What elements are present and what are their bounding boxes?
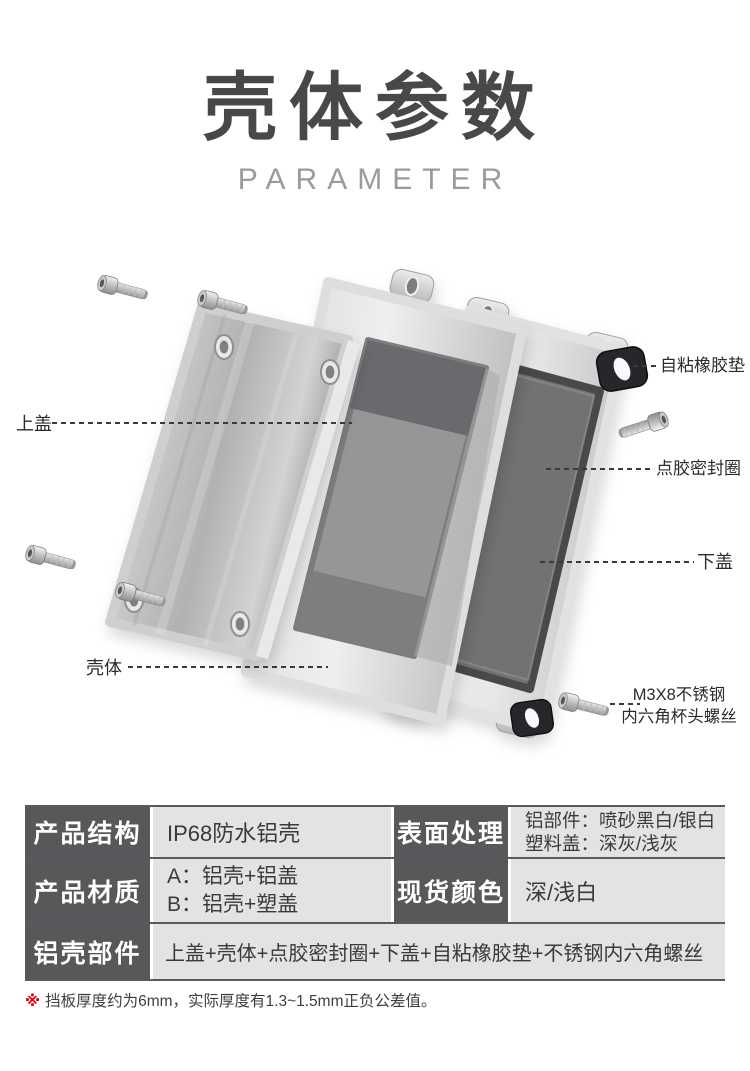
label-shell-body: 壳体 xyxy=(86,658,122,678)
leader-line-top-cover xyxy=(52,422,352,424)
header-shell-parts: 铝壳部件 xyxy=(25,924,150,979)
label-bottom-cover: 下盖 xyxy=(697,552,733,572)
leader-line-bottom-cover xyxy=(540,561,694,563)
screw-top-left-outer xyxy=(95,273,151,305)
screw-left-outer xyxy=(23,543,79,575)
header-stock-color: 现货颜色 xyxy=(394,859,508,922)
screw-bottom-right xyxy=(556,690,612,721)
leader-line-rubber-pad xyxy=(633,365,657,367)
header-product-material: 产品材质 xyxy=(25,859,150,922)
spec-table: 产品结构 IP68防水铝壳 表面处理 铝部件：喷砂黑白/银白 塑料盖：深灰/浅灰… xyxy=(25,805,725,981)
footnote-asterisk: ※ xyxy=(25,993,41,1010)
label-seal-ring: 点胶密封圈 xyxy=(656,459,741,478)
label-screw-line1: M3X8不锈钢 xyxy=(632,686,726,704)
header-product-structure: 产品结构 xyxy=(25,807,150,857)
label-screw: M3X8不锈钢 内六角杯头螺丝 xyxy=(620,684,738,728)
value-shell-parts: 上盖+壳体+点胶密封圈+下盖+自粘橡胶垫+不锈钢内六角螺丝 xyxy=(153,924,725,979)
table-row-1: 产品结构 IP68防水铝壳 表面处理 铝部件：喷砂黑白/银白 塑料盖：深灰/浅灰 xyxy=(25,805,725,857)
value-surface-treatment: 铝部件：喷砂黑白/银白 塑料盖：深灰/浅灰 xyxy=(511,807,725,857)
leader-line-screw xyxy=(610,703,640,705)
page-title: 壳体参数 xyxy=(203,66,547,149)
page-subtitle: PARAMETER xyxy=(237,163,513,196)
label-top-cover: 上盖 xyxy=(16,414,52,434)
exploded-view-diagram xyxy=(23,266,671,741)
rubber-pad-bottom xyxy=(508,697,556,739)
leader-line-shell-body xyxy=(128,666,328,668)
value-stock-color: 深/浅白 xyxy=(511,859,725,922)
screw-right xyxy=(615,409,671,443)
value-product-material: A：铝壳+铝盖 B：铝壳+塑盖 xyxy=(153,859,391,922)
rubber-pad-top-right xyxy=(594,344,650,394)
label-rubber-pad: 自粘橡胶垫 xyxy=(660,356,745,375)
table-row-3: 铝壳部件 上盖+壳体+点胶密封圈+下盖+自粘橡胶垫+不锈钢内六角螺丝 xyxy=(25,922,725,981)
footnote: ※挡板厚度约为6mm，实际厚度有1.3~1.5mm正负公差值。 xyxy=(25,989,437,1011)
label-screw-line2: 内六角杯头螺丝 xyxy=(621,708,737,726)
footnote-text: 挡板厚度约为6mm，实际厚度有1.3~1.5mm正负公差值。 xyxy=(45,993,437,1010)
header-surface-treatment: 表面处理 xyxy=(394,807,508,857)
leader-line-seal-ring xyxy=(546,468,654,470)
value-product-structure: IP68防水铝壳 xyxy=(153,807,391,857)
cover-screw-holes xyxy=(124,334,340,637)
table-row-2: 产品材质 A：铝壳+铝盖 B：铝壳+塑盖 现货颜色 深/浅白 xyxy=(25,857,725,922)
